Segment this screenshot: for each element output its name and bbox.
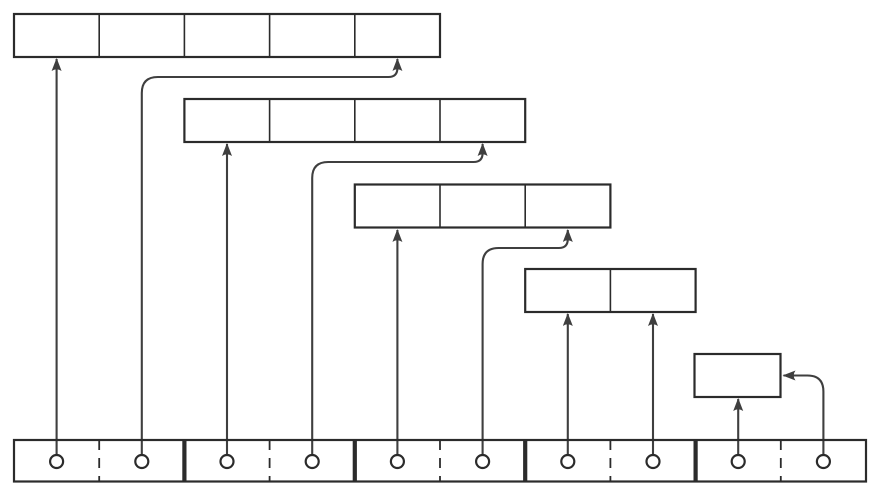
pointer-slot-circle xyxy=(219,453,235,470)
pointer-slot-circle xyxy=(645,453,661,470)
pointer-10-arrow xyxy=(782,370,825,454)
block-3-outline xyxy=(353,183,612,229)
block-1-outline xyxy=(693,352,782,399)
pointer-array xyxy=(12,438,868,483)
pointer-2-arrow xyxy=(140,58,403,454)
pointer-slot-circle xyxy=(730,453,746,470)
block-1 xyxy=(693,352,782,399)
pointer-slot-circle xyxy=(134,453,150,470)
pointer-slot-circle xyxy=(475,453,491,470)
block-4 xyxy=(183,97,527,144)
block-2 xyxy=(524,267,697,314)
pointer-slot-circle xyxy=(560,453,576,470)
pointer-slot-circle xyxy=(815,453,832,470)
pointer-slot-circle xyxy=(389,453,405,470)
pointer-slot-circle xyxy=(48,453,65,470)
block-5-outline xyxy=(12,12,442,59)
pointer-slot-circle xyxy=(304,453,320,470)
block-3 xyxy=(353,183,612,229)
pointer-4-arrow xyxy=(311,143,488,454)
pointer-6-arrow xyxy=(481,229,573,454)
block-5 xyxy=(12,12,442,59)
